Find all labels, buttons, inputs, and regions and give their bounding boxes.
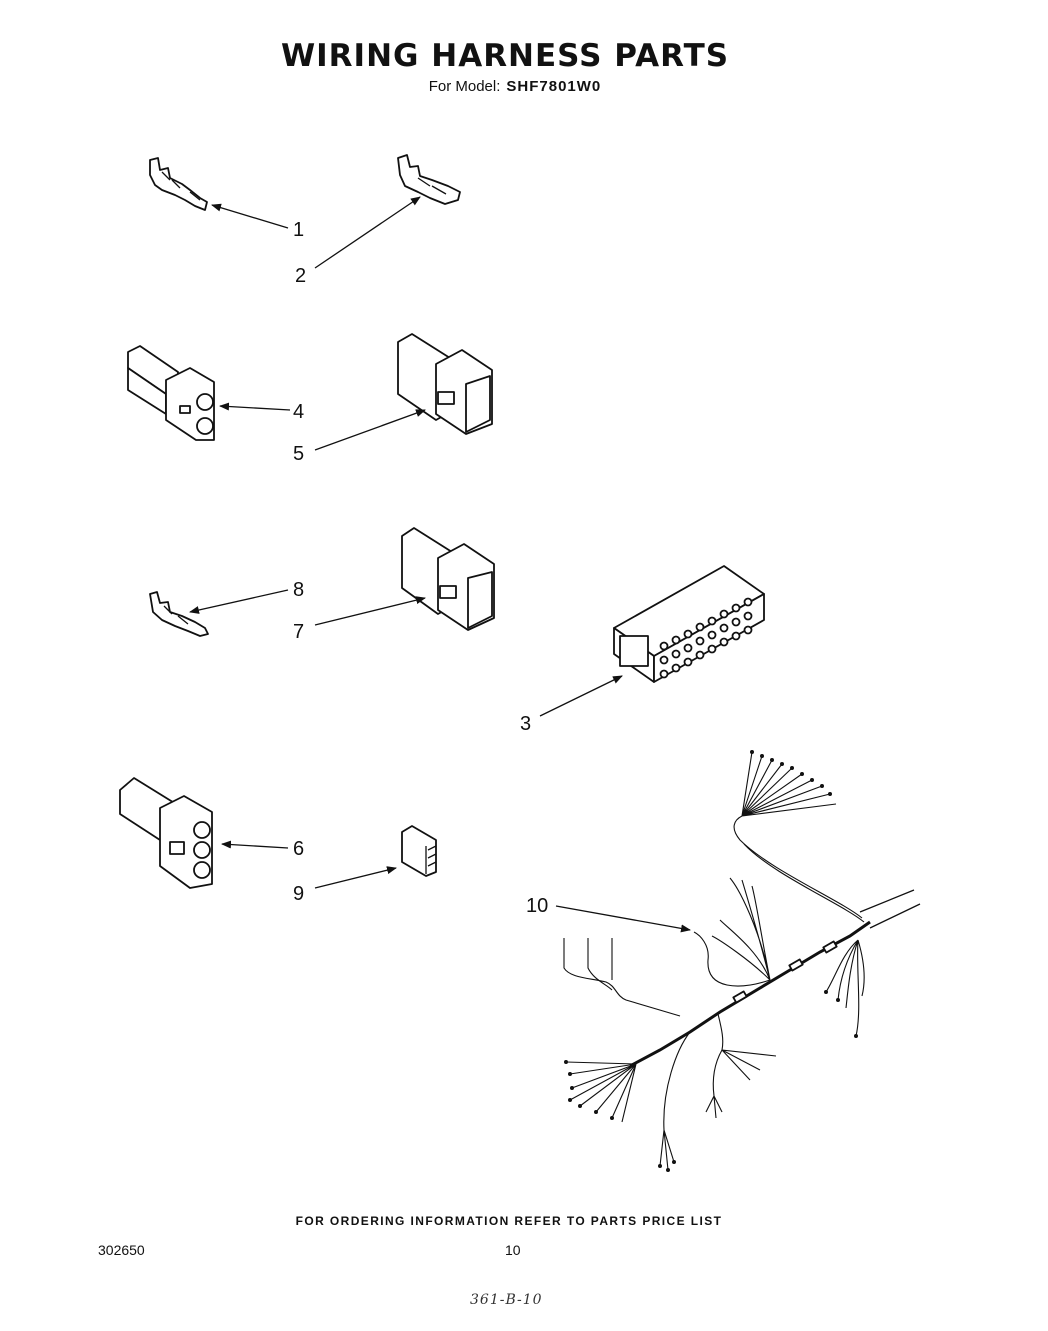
page-title: WIRING HARNESS PARTS: [280, 38, 730, 74]
ordering-note: FOR ORDERING INFORMATION REFER TO PARTS …: [295, 1214, 723, 1228]
leader-7: [314, 596, 426, 626]
leader-3: [539, 675, 623, 717]
part-6-connector-3pin: [119, 777, 213, 889]
leader-5: [314, 409, 426, 451]
part-7-housing: [401, 527, 495, 631]
callout-5: 5: [293, 443, 304, 465]
page-number: 10: [505, 1242, 521, 1258]
part-8-small-terminal: [149, 591, 209, 637]
callout-8: 8: [293, 579, 304, 601]
part-5-housing: [397, 333, 493, 435]
leader-9: [314, 866, 397, 889]
part-2-socket-terminal: [397, 154, 461, 205]
document-number: 302650: [98, 1242, 145, 1258]
part-1-pin-terminal: [149, 157, 208, 211]
callout-7: 7: [293, 621, 304, 643]
leader-8: [189, 589, 289, 614]
model-prefix: For Model:: [428, 78, 501, 95]
model-number: SHF7801W0: [506, 78, 602, 95]
handwritten-code: 361-B-10: [470, 1292, 543, 1308]
callout-4: 4: [293, 401, 304, 423]
leader-4: [219, 402, 291, 411]
callout-10: 10: [526, 895, 548, 917]
part-10-wiring-harness: [563, 750, 921, 1172]
leader-1: [211, 203, 289, 229]
part-3-multi-pin-block: [613, 565, 765, 683]
part-4-connector-2pin: [127, 345, 215, 441]
callout-1: 1: [293, 219, 304, 241]
callout-9: 9: [293, 883, 304, 905]
leader-6: [221, 840, 289, 849]
leader-10: [555, 905, 691, 933]
pin-holes: [659, 597, 753, 679]
model-line: For Model: SHF7801W0: [0, 78, 1030, 95]
callout-2: 2: [295, 265, 306, 287]
leader-2: [314, 196, 421, 269]
callout-3: 3: [520, 713, 531, 735]
callout-6: 6: [293, 838, 304, 860]
part-9-small-block: [401, 825, 437, 877]
